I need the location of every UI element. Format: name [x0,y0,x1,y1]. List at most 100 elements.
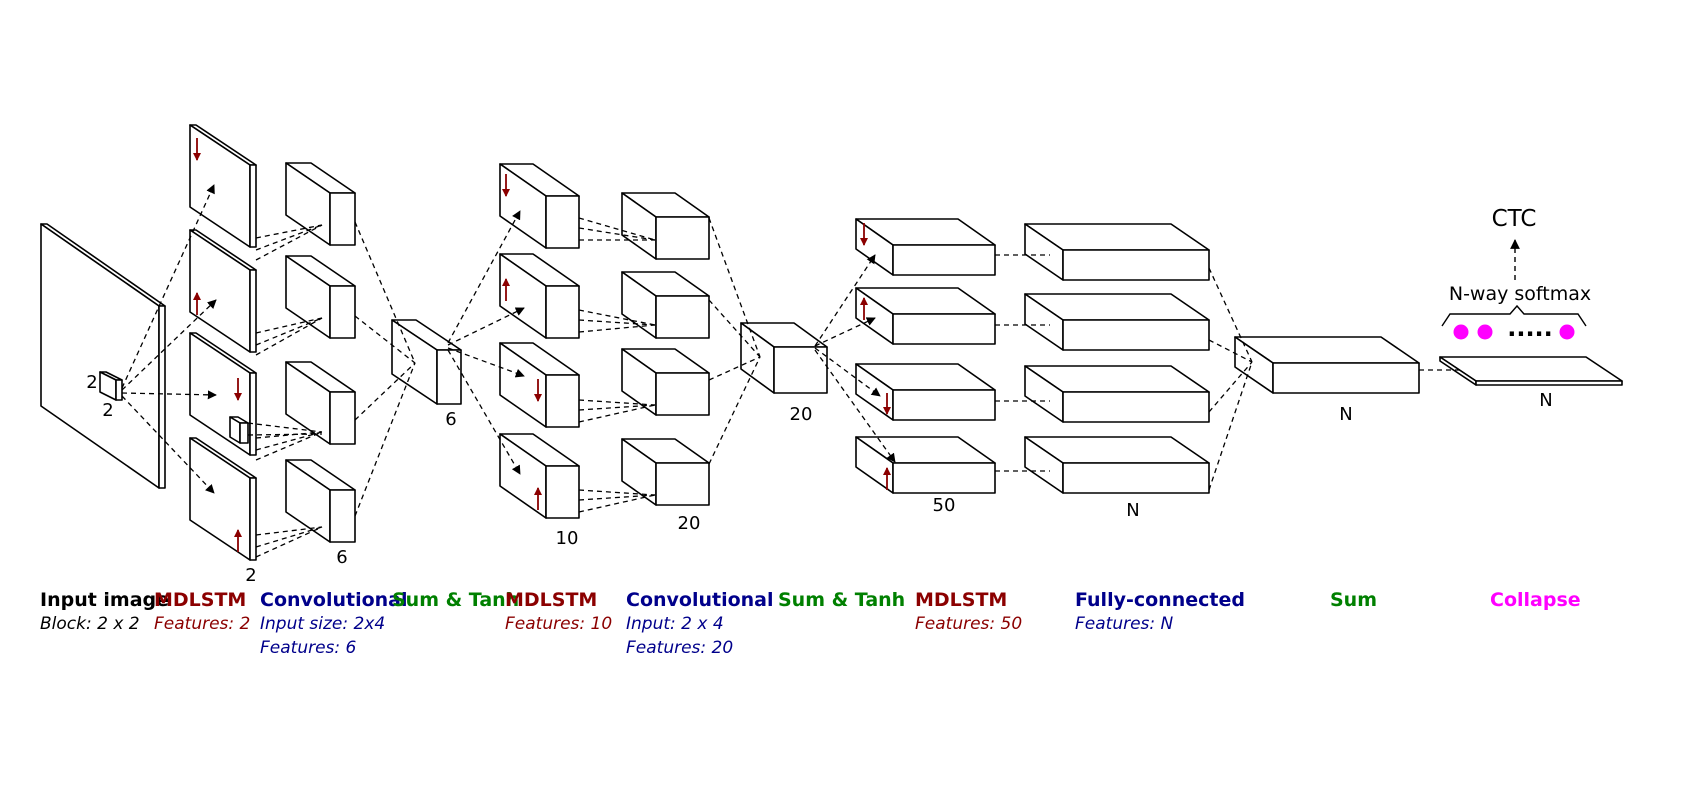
mdlstm2-to-conv2-link [578,227,656,241]
input-block-height-label: 2 [86,372,97,393]
input-block-front [115,379,123,401]
mdlstm2-to-conv2-link [578,404,656,411]
caption-title: Convolutional [260,589,408,611]
window-to-conv1-link [247,433,323,436]
input-to-mdlstm1-link [121,390,217,400]
caption-title: Sum [1330,589,1378,611]
mdlstm1-window-front [239,422,249,444]
mdlstm1-to-conv1-link [255,317,323,334]
fc-block-4 [1024,436,1210,494]
mdlstm2-arrow-down-head [502,189,510,197]
caption-7: Sum & Tanh [778,588,905,612]
mdlstm2-to-conv2-link [578,399,656,406]
conv2-to-sum2-link [708,356,761,465]
caption-title: Fully-connected [1075,589,1245,611]
mdlstm1-to-conv1-link [255,317,323,346]
mdlstm2-to-conv2-link [578,217,656,241]
layer-blocks [40,124,1623,561]
sum2-size-label: 20 [790,404,813,425]
mdlstm2-block-2 [499,253,580,339]
input-image-plane-front [158,305,166,489]
conv1-block-2-front [329,285,356,339]
mdlstm1-to-conv1-link [255,526,323,558]
softmax-label: N-way softmax [1449,283,1591,305]
mdlstm3-block-2 [855,287,996,345]
mdlstm1-sheet-4-front [249,477,257,561]
sum2-to-mdlstm3-link [814,317,876,347]
sum3-size-label: N [1339,404,1352,425]
conv1-block-3 [285,361,356,445]
conv1-block-3-front [329,391,356,445]
caption-11: Collapse [1490,588,1581,612]
sum2-block [740,322,828,394]
mdlstm1-to-conv1-link [255,431,323,461]
ctc-output: CTC N-way softmax ..... [1441,206,1591,342]
conv1-to-sum1-link [354,221,416,364]
ctc-label: CTC [1492,206,1537,232]
caption-subtitle: Features: 10 [505,614,613,634]
sum1-size-label: 6 [445,409,456,430]
conv2-block-2-front [655,295,710,339]
mdlstm1-to-conv1-link [255,224,323,251]
mdlstm2-arrow-up-head [502,278,510,286]
conv2-block-4 [621,438,710,506]
mdlstm2-to-conv2-link [578,324,656,333]
mdlstm1-sheet-4 [189,437,257,561]
mdlstm1-arrow-down-head [193,153,201,161]
softmax-brace [1441,304,1587,327]
input-to-mdlstm1-link [121,395,215,494]
mdlstm3-block-3-front [892,389,996,421]
fc-to-sum3-link [1208,361,1253,491]
conv2-block-2 [621,271,710,339]
caption-subtitle: Input: 2 x 4 [626,614,724,634]
mdlstm2-arrow-down-head [534,394,542,402]
input-to-mdlstm1-link [121,299,217,391]
mdlstm1-to-conv1-link [255,526,323,548]
sum1-to-mdlstm2-link [447,349,521,475]
mdlstm1-window [229,416,249,444]
mdlstm2-block-3-front [545,374,580,428]
conv2-to-sum2-link [708,217,761,358]
mdlstm1-sheet-2-front [249,269,257,353]
conv1-to-sum1-link [354,362,416,517]
mdlstm2-to-conv2-link [578,309,656,326]
input-image-plane [40,223,166,489]
mdlstm3-arrow-up-head [860,297,868,305]
fc-block-1 [1024,223,1210,281]
caption-subtitle: Features: 20 [626,638,734,658]
caption-title: Sum & Tanh [392,589,520,611]
sum2-block-front [773,346,828,394]
input-to-mdlstm1-link [121,184,215,389]
mdlstm1-arrow-down-head [234,393,242,401]
conv1-block-1 [285,162,356,246]
fc-to-sum3-link [1208,339,1253,363]
fc-block-3 [1024,365,1210,423]
sum1-block-front [436,349,462,405]
softmax-ellipsis: ..... [1507,314,1553,342]
softmax-dot [1559,324,1575,340]
window-to-conv1-link [247,422,323,433]
mdlstm1-to-conv1-link [255,431,323,451]
mdlstm2-to-conv2-link [578,489,656,496]
caption-title: Input image [40,589,170,611]
caption-subtitle: Features: 6 [260,638,357,658]
mdlstm1-to-conv1-link [255,224,323,239]
collapse-size-label: N [1539,390,1552,411]
caption-title: Collapse [1490,589,1581,611]
mdlstm2-block-2-front [545,285,580,339]
mdlstm1-sheet-1 [189,124,257,248]
mdlstm3-arrow-down-head [860,238,868,246]
conv1-to-sum1-link [354,315,416,364]
mdlstm3-block-1 [855,218,996,276]
mdlstm1-sheet-2 [189,229,257,353]
mdlstm2-block-1 [499,163,580,249]
caption-subtitle: Features: N [1075,614,1174,634]
conv1-block-2 [285,255,356,339]
mdlstm3-block-1-front [892,244,996,276]
